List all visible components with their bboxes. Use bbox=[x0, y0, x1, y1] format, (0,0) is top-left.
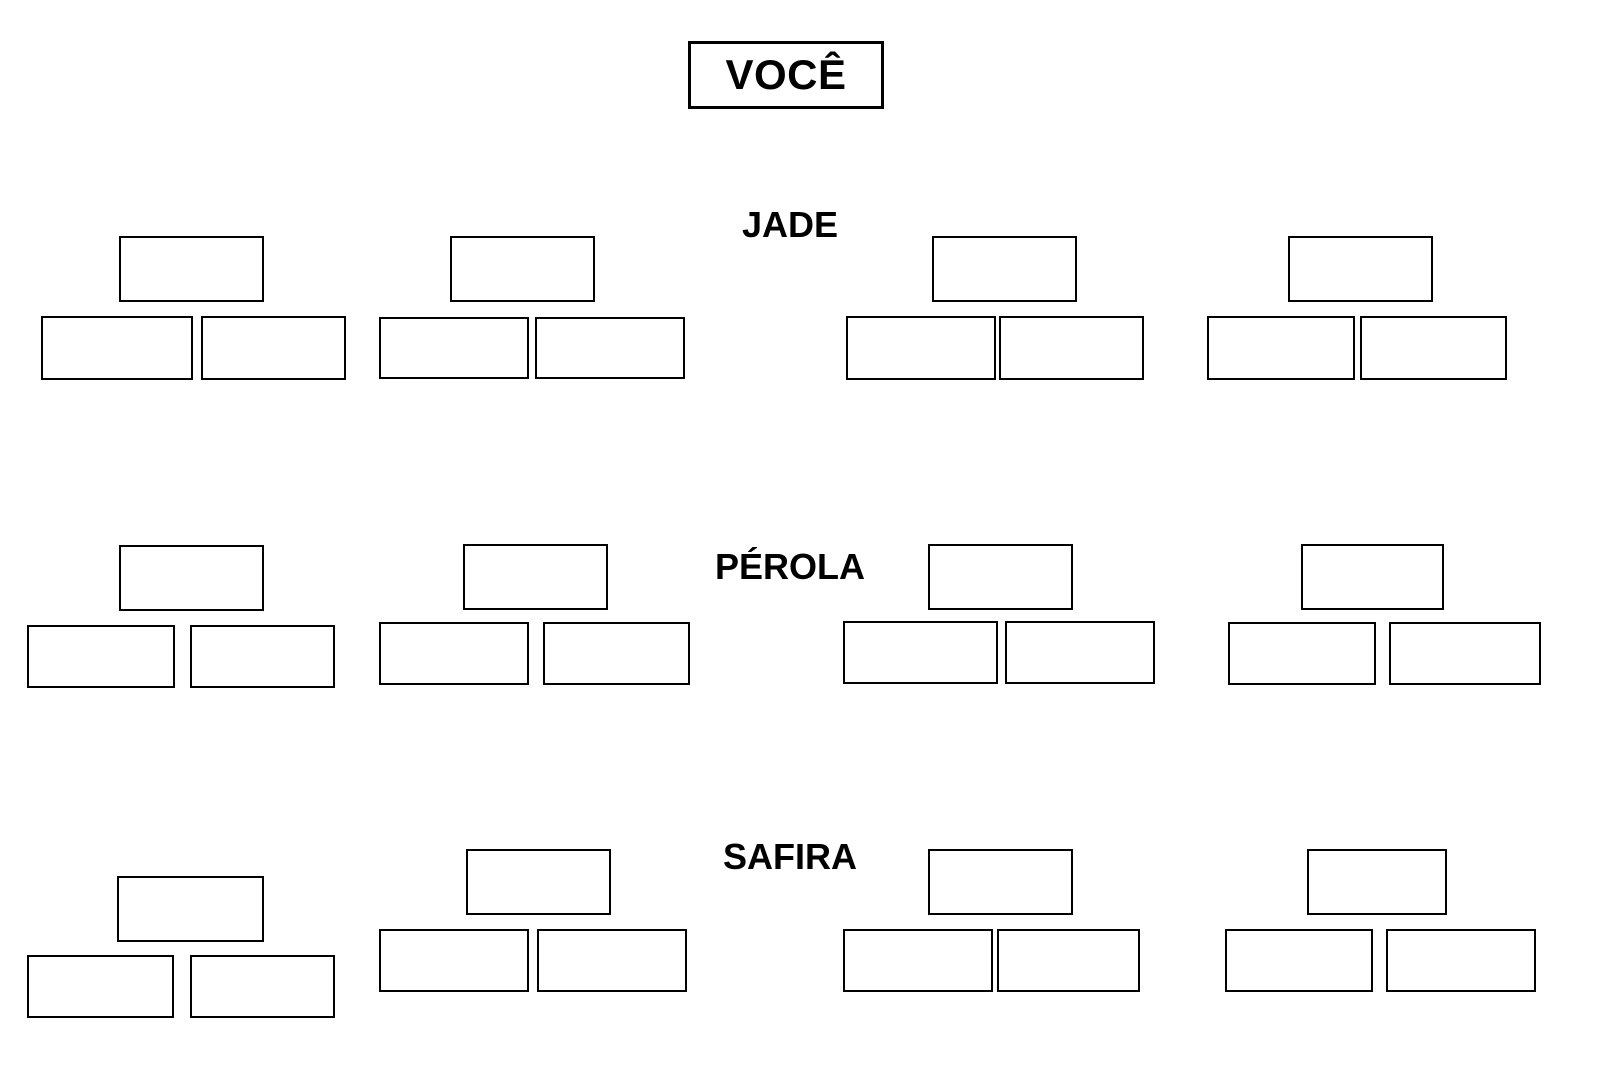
safira-cluster-3-top-box[interactable] bbox=[928, 849, 1073, 915]
voce-title-text: VOCÊ bbox=[725, 51, 847, 98]
safira-cluster-3-bottom-right-box[interactable] bbox=[997, 929, 1140, 992]
jade-cluster-2-top-box[interactable] bbox=[450, 236, 595, 302]
jade-cluster-2-bottom-right-box[interactable] bbox=[535, 317, 685, 379]
row-label-perola: PÉROLA bbox=[714, 546, 866, 587]
safira-cluster-4-top-box[interactable] bbox=[1307, 849, 1447, 915]
perola-cluster-2-bottom-right-box[interactable] bbox=[543, 622, 690, 685]
perola-cluster-4-bottom-right-box[interactable] bbox=[1389, 622, 1541, 685]
jade-cluster-1-top-box[interactable] bbox=[119, 236, 264, 302]
perola-cluster-4-bottom-left-box[interactable] bbox=[1228, 622, 1376, 685]
jade-cluster-3-bottom-right-box[interactable] bbox=[999, 316, 1144, 380]
perola-cluster-1-bottom-left-box[interactable] bbox=[27, 625, 175, 688]
row-label-jade: JADE bbox=[741, 204, 839, 245]
perola-cluster-3-top-box[interactable] bbox=[928, 544, 1073, 610]
jade-cluster-3-top-box[interactable] bbox=[932, 236, 1077, 302]
perola-cluster-4-top-box[interactable] bbox=[1301, 544, 1444, 610]
voce-title-box[interactable]: VOCÊ bbox=[688, 41, 884, 109]
safira-cluster-1-top-box[interactable] bbox=[117, 876, 264, 942]
safira-cluster-3-bottom-left-box[interactable] bbox=[843, 929, 993, 992]
perola-cluster-3-bottom-right-box[interactable] bbox=[1005, 621, 1155, 684]
safira-cluster-2-top-box[interactable] bbox=[466, 849, 611, 915]
safira-cluster-1-bottom-right-box[interactable] bbox=[190, 955, 335, 1018]
perola-cluster-2-top-box[interactable] bbox=[463, 544, 608, 610]
jade-cluster-4-top-box[interactable] bbox=[1288, 236, 1433, 302]
jade-cluster-1-bottom-left-box[interactable] bbox=[41, 316, 193, 380]
safira-cluster-4-bottom-right-box[interactable] bbox=[1386, 929, 1536, 992]
row-label-safira: SAFIRA bbox=[723, 836, 857, 877]
jade-cluster-2-bottom-left-box[interactable] bbox=[379, 317, 529, 379]
safira-cluster-2-bottom-right-box[interactable] bbox=[537, 929, 687, 992]
perola-cluster-2-bottom-left-box[interactable] bbox=[379, 622, 529, 685]
perola-cluster-1-bottom-right-box[interactable] bbox=[190, 625, 335, 688]
perola-cluster-3-bottom-left-box[interactable] bbox=[843, 621, 998, 684]
safira-cluster-2-bottom-left-box[interactable] bbox=[379, 929, 529, 992]
perola-cluster-1-top-box[interactable] bbox=[119, 545, 264, 611]
jade-cluster-4-bottom-right-box[interactable] bbox=[1360, 316, 1507, 380]
safira-cluster-1-bottom-left-box[interactable] bbox=[27, 955, 174, 1018]
jade-cluster-3-bottom-left-box[interactable] bbox=[846, 316, 996, 380]
safira-cluster-4-bottom-left-box[interactable] bbox=[1225, 929, 1373, 992]
jade-cluster-4-bottom-left-box[interactable] bbox=[1207, 316, 1355, 380]
jade-cluster-1-bottom-right-box[interactable] bbox=[201, 316, 346, 380]
